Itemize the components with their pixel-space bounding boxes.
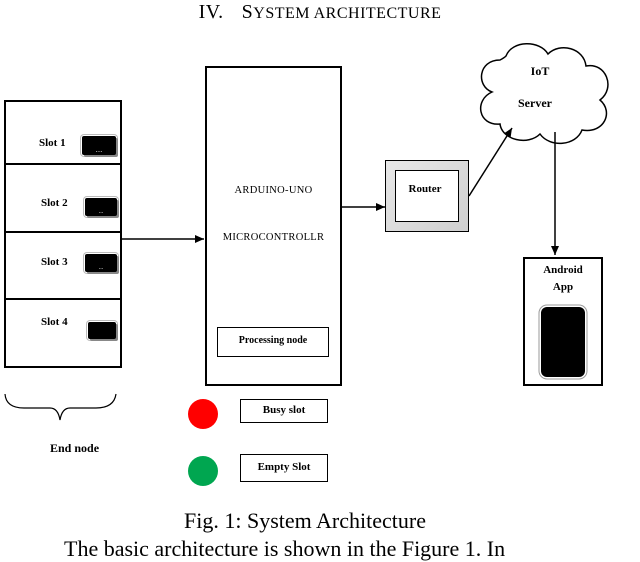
router-inner-panel <box>395 170 459 222</box>
arrow-router-to-server <box>468 127 513 197</box>
empty-slot-dot <box>188 456 218 486</box>
slot-4-label: Slot 4 <box>41 316 68 328</box>
slot-2-label: Slot 2 <box>41 197 68 209</box>
phone-icon <box>541 307 585 377</box>
slot-divider <box>4 163 122 165</box>
iot-server-line-1: IoT <box>530 64 550 78</box>
figure-caption: Fig. 1: System Architecture <box>184 508 426 533</box>
body-text-line: The basic architecture is shown in the F… <box>64 536 506 561</box>
slot-3-indicator-text: .. <box>98 263 104 271</box>
busy-slot-label: Busy slot <box>262 404 306 416</box>
android-line-2: App <box>552 281 574 293</box>
processing-node-label: Processing node <box>238 335 308 346</box>
iot-server-line-2: Server <box>518 96 552 110</box>
slot-1-indicator: ... <box>82 136 116 155</box>
empty-slot-box <box>240 454 328 482</box>
section-numeral: IV. <box>198 1 224 23</box>
slot-1-indicator-text: ... <box>95 146 103 154</box>
end-node-brace <box>4 393 117 421</box>
section-heading: IV. SYSTEM ARCHITECTURE <box>0 0 640 26</box>
slot-1-label: Slot 1 <box>39 137 66 149</box>
android-line-1: Android <box>543 264 583 276</box>
processing-node-box <box>217 327 329 357</box>
busy-slot-dot <box>188 399 218 429</box>
slot-3-label: Slot 3 <box>41 256 68 268</box>
busy-slot-box <box>240 399 328 423</box>
slot-2-indicator: .. <box>85 198 117 216</box>
empty-slot-label: Empty Slot <box>257 461 311 473</box>
mcu-line-1: ARDUINO-UNO <box>234 185 313 196</box>
section-title-initial: S <box>241 1 254 23</box>
router-label: Router <box>408 183 442 195</box>
slot-2-indicator-text: .. <box>98 207 104 215</box>
section-title-rest: YSTEM ARCHITECTURE <box>253 5 442 22</box>
end-node-label: End node <box>50 441 100 455</box>
mcu-line-2: MICROCONTROLLR <box>222 232 325 243</box>
slot-3-indicator: .. <box>85 254 117 272</box>
slot-4-indicator <box>88 322 116 339</box>
iot-server-cloud <box>479 43 609 144</box>
slot-divider <box>4 231 122 233</box>
slot-divider <box>4 298 122 300</box>
